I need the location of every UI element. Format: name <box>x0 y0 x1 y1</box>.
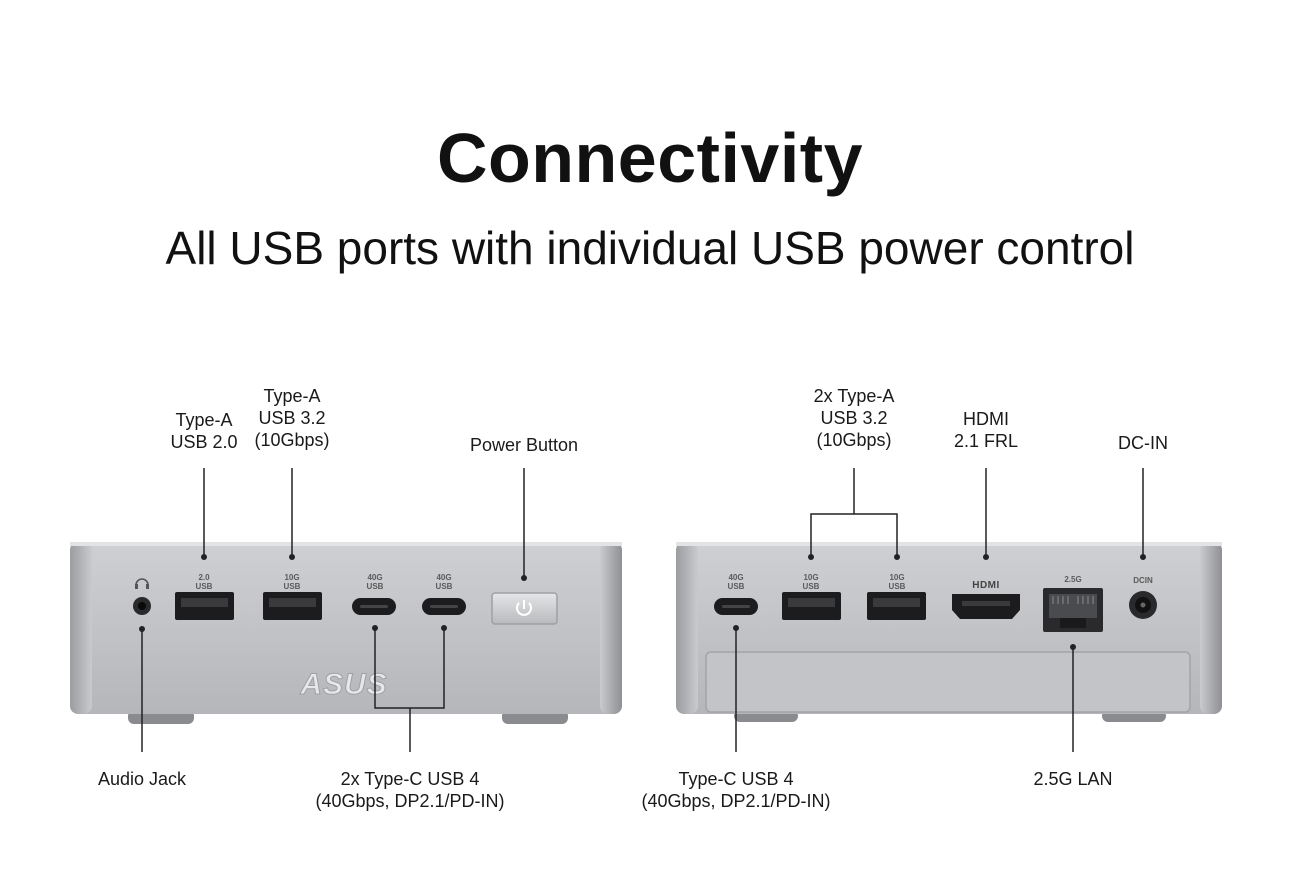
headset-icon <box>135 578 149 589</box>
label-front-type-c-usb4: 2x Type-C USB 4 (40Gbps, DP2.1/PD-IN) <box>315 769 505 811</box>
svg-text:2.5G: 2.5G <box>1064 575 1081 584</box>
svg-text:2.0: 2.0 <box>198 573 210 582</box>
svg-text:USB: USB <box>367 582 384 591</box>
label-rear-type-c-usb4: Type-C USB 4 (40Gbps, DP2.1/PD-IN) <box>641 769 831 811</box>
svg-text:USB: USB <box>436 582 453 591</box>
hdmi-port <box>952 594 1020 619</box>
label-power-button: Power Button <box>469 435 579 455</box>
svg-text:10G: 10G <box>803 573 818 582</box>
page-title: Connectivity <box>436 119 864 197</box>
label-front-type-a-usb2: Type-A USB 2.0 <box>170 410 238 452</box>
rear-device: 40G USB 10G USB 10G USB HDMI 2.5G DCIN <box>676 542 1222 722</box>
power-icon <box>516 600 532 616</box>
svg-text:USB: USB <box>889 582 906 591</box>
svg-text:10G: 10G <box>889 573 904 582</box>
page-subtitle: All USB ports with individual USB power … <box>165 222 1135 274</box>
front-chassis <box>70 542 622 714</box>
callout-lines <box>139 468 1146 752</box>
svg-text:HDMI: HDMI <box>972 580 1000 591</box>
label-audio-jack: Audio Jack <box>97 769 187 789</box>
svg-text:USB: USB <box>728 582 745 591</box>
front-device: 2.0 USB 10G USB 40G USB 40G USB ASUS <box>70 542 622 724</box>
asus-logo: ASUS <box>299 668 387 701</box>
svg-text:40G: 40G <box>436 573 451 582</box>
rear-access-panel <box>705 651 1191 713</box>
label-rear-lan: 2.5G LAN <box>1033 769 1113 789</box>
svg-text:USB: USB <box>803 582 820 591</box>
svg-text:40G: 40G <box>728 573 743 582</box>
svg-text:10G: 10G <box>284 573 299 582</box>
svg-text:USB: USB <box>284 582 301 591</box>
svg-text:40G: 40G <box>367 573 382 582</box>
label-front-type-a-usb32: Type-A USB 3.2 (10Gbps) <box>254 386 330 450</box>
label-rear-dc-in: DC-IN <box>1118 433 1168 453</box>
label-rear-type-a-usb32: 2x Type-A USB 3.2 (10Gbps) <box>813 386 895 450</box>
svg-text:DCIN: DCIN <box>1133 576 1153 585</box>
label-rear-hdmi: HDMI 2.1 FRL <box>953 409 1019 451</box>
svg-text:USB: USB <box>196 582 213 591</box>
